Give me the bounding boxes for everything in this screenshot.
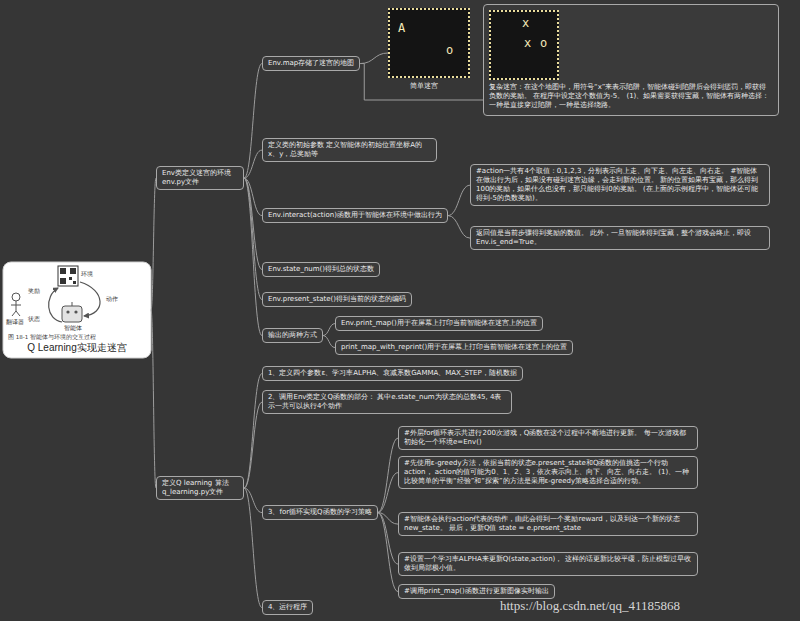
node-text: Env.interact(action)函数用于智能体在环境中做出行为 xyxy=(268,211,442,220)
topic-box: 定义类的初始参数 定义智能体的初始位置坐标A的x、y，总奖励等 xyxy=(262,138,437,162)
figure-label: 翻译器 xyxy=(6,319,24,326)
note-box: #先使用ε-greedy方法，依据当前的状态e.present_state和Q函… xyxy=(398,456,698,489)
node-text: 定义类的初始参数 定义智能体的初始位置坐标A的x、y，总奖励等 xyxy=(268,141,431,159)
maze-mark: A xyxy=(398,22,405,35)
figure-caption: 图 18-1 智能体与环境的交互过程 xyxy=(8,334,96,341)
maze-mark: 简单迷宫 xyxy=(410,82,438,90)
maze-figure: Ao 简单迷宫 xyxy=(388,8,476,98)
node-text: #action一共有4个取值：0,1,2,3，分别表示向上走、向下走、向左走、向… xyxy=(476,167,764,203)
node-text: Env.present_state()得到当前的状态的编码 xyxy=(268,295,406,304)
branch-topic: 定义Q learning 算法 q_learning.py文件 xyxy=(156,476,244,500)
environment-icon xyxy=(58,266,78,286)
branch-connector xyxy=(244,374,262,489)
watermark: https://blog.csdn.net/qq_41185868 xyxy=(500,598,680,614)
branch-connector xyxy=(323,324,335,336)
branch-connector xyxy=(244,178,262,299)
node-text: Env.print_map()用于在屏幕上打印当前智能体在迷宫上的位置 xyxy=(341,319,537,328)
node-text: #智能体会执行action代表的动作，由此会得到一个奖励reward，以及到达一… xyxy=(404,515,692,533)
topic-box: Env.map存储了迷宫的地图 xyxy=(262,56,360,71)
figure-label: 状态 xyxy=(28,316,40,323)
maze-mark: Q Learning实现走迷宫 xyxy=(3,342,151,353)
branch-connector xyxy=(378,513,398,565)
environment-icon xyxy=(69,277,72,280)
note-box: #设置一个学习率ALPHA来更新Q(state,action)， 这样的话更新比… xyxy=(398,552,698,576)
maze-mark: o xyxy=(540,37,547,50)
node-text: Env类定义迷宫的环境 env.py文件 xyxy=(162,169,238,187)
note-box: 返回值是当前步骤得到奖励的数值。 此外，一旦智能体得到宝藏，整个游戏会终止，即设… xyxy=(470,226,770,250)
environment-icon xyxy=(73,281,76,284)
branch-connector xyxy=(378,473,398,513)
figure-label: 环境 xyxy=(81,271,93,278)
note-box: #外层for循环表示共进行200次游戏，Q函数在这个过程中不断地进行更新。 每一… xyxy=(398,426,698,450)
topic-box: Env.present_state()得到当前的状态的编码 xyxy=(262,292,412,307)
node-text: 输出的两种方式 xyxy=(268,331,317,340)
note-box: #智能体会执行action代表的动作，由此会得到一个奖励reward，以及到达一… xyxy=(398,512,698,536)
environment-icon xyxy=(60,278,66,284)
figure-label: 智能体 xyxy=(64,325,82,332)
agent-robot xyxy=(66,310,69,313)
node-text: #先使用ε-greedy方法，依据当前的状态e.present_state和Q函… xyxy=(404,459,692,486)
note-box: #action一共有4个取值：0,1,2,3，分别表示向上走、向下走、向左走、向… xyxy=(470,164,770,206)
branch-topic: Env类定义迷宫的环境 env.py文件 xyxy=(156,166,244,190)
node-text: Env.state_num()得到总的状态数 xyxy=(268,265,374,274)
maze-mark: x xyxy=(522,17,529,30)
agent-robot xyxy=(72,302,73,306)
node-text: 复杂迷宫：在这个地图中，用符号“x”来表示陷阱，智能体碰到陷阱后会得到惩罚，即获… xyxy=(489,83,773,110)
figure-label: 奖励 xyxy=(28,288,40,295)
topic-box: 1、定义四个参数ε、学习率ALPHA、衰减系数GAMMA、MAX_STEP，随机… xyxy=(262,366,523,381)
branch-connector xyxy=(244,64,262,179)
topic-box: Env.state_num()得到总的状态数 xyxy=(262,262,380,277)
branch-connector xyxy=(244,402,262,488)
node-text: 定义Q learning 算法 q_learning.py文件 xyxy=(162,479,238,497)
branch-connector xyxy=(151,310,156,488)
branch-connector xyxy=(448,216,470,239)
node-text: 返回值是当前步骤得到奖励的数值。 此外，一旦智能体得到宝藏，整个游戏会终止，即设… xyxy=(476,229,764,247)
branch-connector xyxy=(448,185,470,215)
branch-connector xyxy=(244,488,262,607)
branch-connector xyxy=(378,513,398,592)
node-text: Env.map存储了迷宫的地图 xyxy=(268,59,354,68)
environment-icon xyxy=(70,268,76,274)
branch-connector xyxy=(244,150,262,178)
figure-label: 动作 xyxy=(106,296,118,303)
topic-box: 输出的两种方式 xyxy=(262,328,323,343)
node-text: 1、定义四个参数ε、学习率ALPHA、衰减系数GAMMA、MAX_STEP，随机… xyxy=(268,369,517,378)
note-box: Env.print_map()用于在屏幕上打印当前智能体在迷宫上的位置 xyxy=(335,316,543,331)
maze-mark: x xyxy=(524,37,531,50)
maze-grid xyxy=(388,8,470,78)
topic-box: 3、for循环实现Q函数的学习策略 xyxy=(262,505,378,520)
note-box: #调用print_map()函数进行更新图像实时输出 xyxy=(398,584,555,599)
branch-connector xyxy=(151,178,156,310)
reward-arrow xyxy=(49,288,62,322)
branch-connector xyxy=(378,438,398,512)
maze-mark: o xyxy=(446,44,453,57)
node-text: #设置一个学习率ALPHA来更新Q(state,action)， 这样的话更新比… xyxy=(404,555,692,573)
root-panel xyxy=(3,262,151,358)
agent-robot xyxy=(62,306,82,322)
topic-box: 4、运行程序 xyxy=(262,600,313,615)
agent-robot xyxy=(74,310,77,313)
topic-box: Env.interact(action)函数用于智能体在环境中做出行为 xyxy=(262,208,448,223)
node-text: 2、调用Env类定义Q函数的部分： 其中e.state_num为状态的总数45,… xyxy=(268,393,506,411)
interpreter-figure xyxy=(11,301,21,316)
action-arrow xyxy=(80,282,100,316)
node-text: 4、运行程序 xyxy=(268,603,307,612)
node-text: 3、for循环实现Q函数的学习策略 xyxy=(268,508,372,517)
note-box: print_map_with_reprint()用于在屏幕上打印当前智能体在迷宫… xyxy=(335,340,573,355)
branch-connector xyxy=(244,178,262,335)
interpreter-figure xyxy=(12,293,20,301)
node-text: #调用print_map()函数进行更新图像实时输出 xyxy=(404,587,549,596)
topic-box: 2、调用Env类定义Q函数的部分： 其中e.state_num为状态的总数45,… xyxy=(262,390,512,414)
node-text: #外层for循环表示共进行200次游戏，Q函数在这个过程中不断地进行更新。 每一… xyxy=(404,429,692,447)
branch-connector xyxy=(323,336,335,348)
root-topic: Q Learning实现走迷宫 xyxy=(3,262,151,358)
node-text: print_map_with_reprint()用于在屏幕上打印当前智能体在迷宫… xyxy=(341,343,567,352)
environment-icon xyxy=(60,268,66,274)
branch-connector xyxy=(360,53,388,64)
maze-figure: xxo 复杂迷宫：在这个地图中，用符号“x”来表示陷阱，智能体碰到陷阱后会得到惩罚… xyxy=(483,4,779,116)
